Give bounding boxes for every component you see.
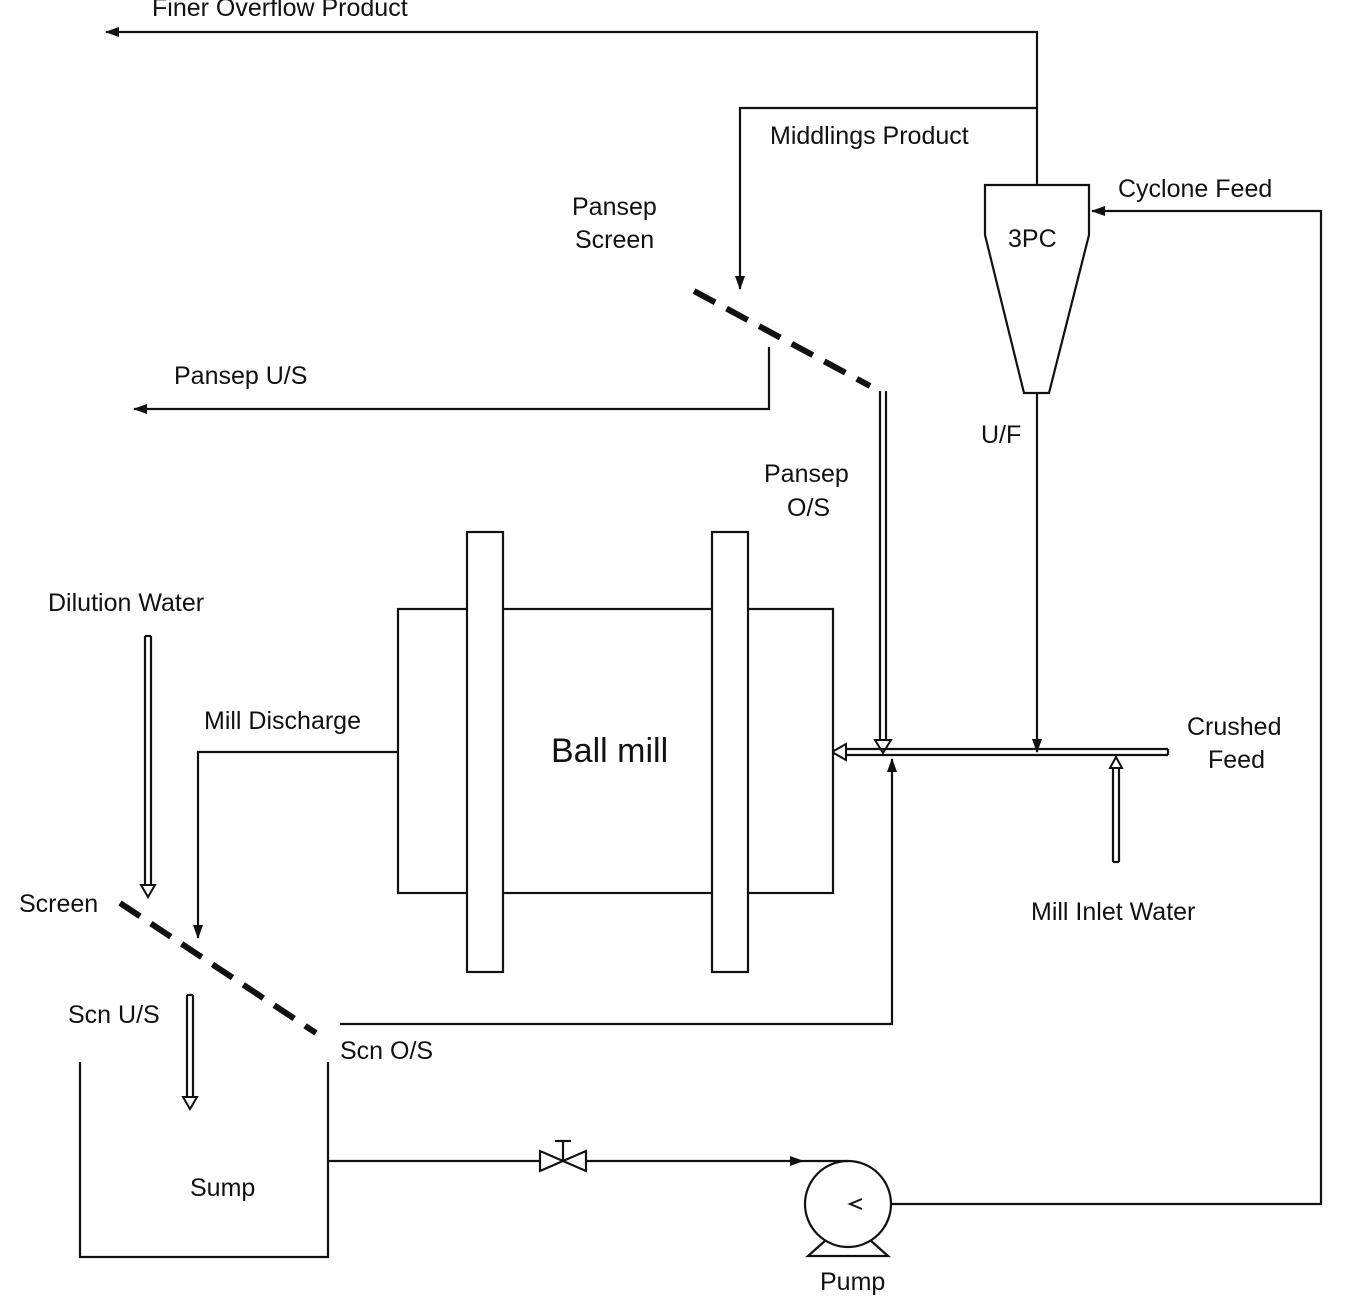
label-mill-inlet-water: Mill Inlet Water (1031, 898, 1195, 926)
pansep-os-arrowhead (873, 739, 893, 755)
label-screen: Screen (19, 890, 98, 918)
pansep-us-line (133, 347, 771, 414)
screen-os-return-line (340, 758, 897, 1026)
label-pansep-screen-2: Screen (575, 226, 654, 254)
label-sump: Sump (190, 1174, 255, 1202)
label-dilution-water: Dilution Water (48, 589, 204, 617)
label-pansep-us: Pansep U/S (174, 362, 307, 390)
cyclone-feed-line (890, 206, 1323, 1206)
label-crushed-feed-1: Crushed (1187, 713, 1282, 741)
label-middlings-product: Middlings Product (770, 122, 969, 150)
pump-icon[interactable] (803, 1159, 893, 1258)
label-pump: Pump (820, 1268, 885, 1296)
valve-icon[interactable] (538, 1139, 588, 1173)
ball-mill-flange-left (465, 530, 505, 974)
finer-overflow-line (105, 27, 1039, 185)
mill-discharge-line (193, 750, 398, 939)
pansep-screen (692, 288, 872, 389)
mill-inlet-water-arrowhead (1108, 754, 1124, 769)
cyclone-3pc (983, 183, 1091, 395)
label-pansep-os-2: O/S (787, 494, 830, 522)
label-scn-os: Scn O/S (340, 1037, 433, 1065)
label-scn-us: Scn U/S (68, 1001, 160, 1029)
label-mill-discharge: Mill Discharge (204, 707, 361, 735)
mill-feed-arrowhead (829, 742, 847, 762)
label-crushed-feed-2: Feed (1208, 746, 1265, 774)
label-finer-overflow-product: Finer Overflow Product (152, 0, 408, 22)
sump-tank (78, 1062, 330, 1259)
dilution-water-arrowhead (139, 884, 157, 899)
scn-us-arrowhead (181, 1096, 199, 1111)
ball-mill-flange-right (710, 530, 750, 974)
label-cyclone-3pc: 3PC (1008, 225, 1057, 253)
screen (118, 900, 318, 1036)
label-ball-mill: Ball mill (551, 732, 668, 770)
label-uf: U/F (981, 421, 1021, 449)
middlings-product-line (735, 106, 1037, 290)
label-pansep-screen-1: Pansep (572, 193, 657, 221)
label-cyclone-feed: Cyclone Feed (1118, 175, 1272, 203)
label-pansep-os-1: Pansep (764, 460, 849, 488)
